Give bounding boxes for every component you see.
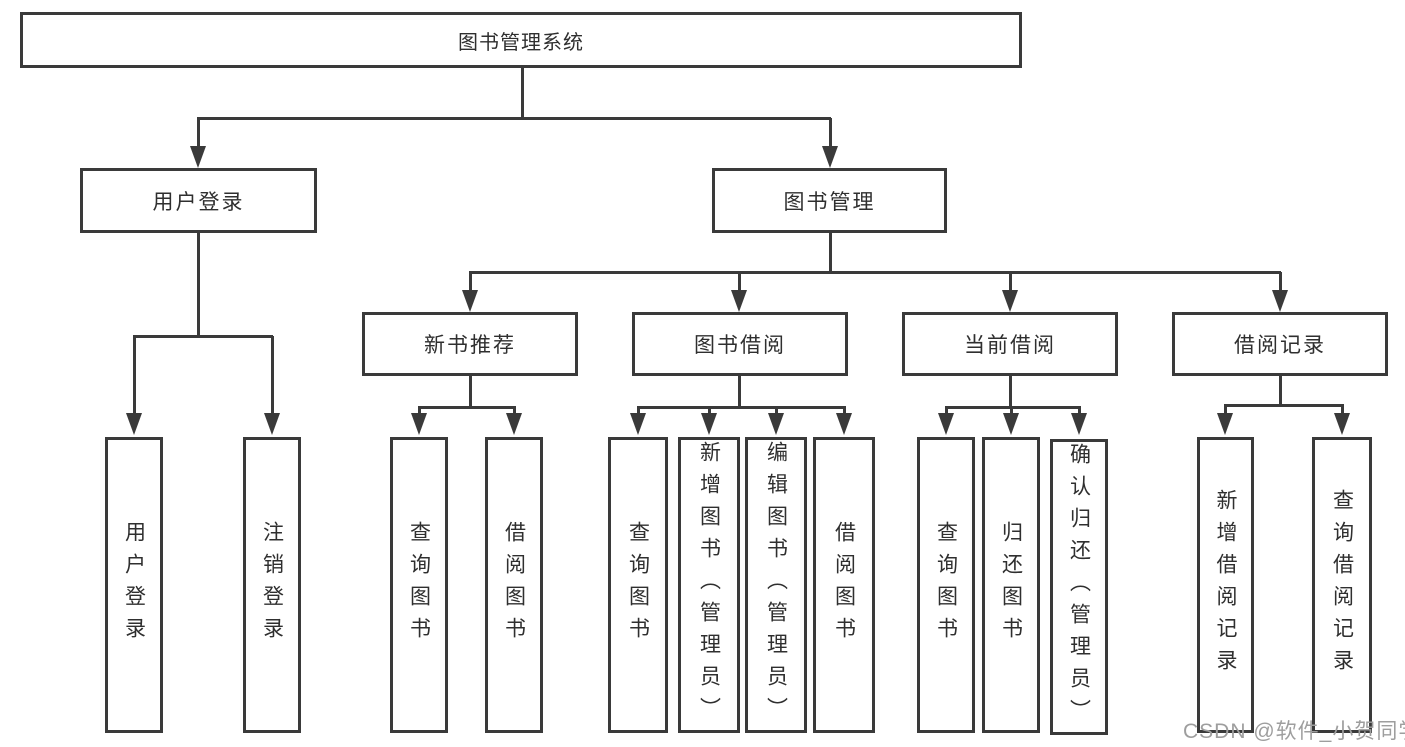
node-leaf-confirm-return-admin: 确认归还（管理员） — [1050, 439, 1108, 735]
arrowhead-down — [1002, 290, 1018, 312]
node-label: 查询图书 — [407, 521, 431, 649]
connector-line-horizontal — [418, 406, 516, 409]
node-current-borrowing: 当前借阅 — [902, 312, 1118, 376]
connector-line-vertical — [738, 376, 741, 407]
connector-line-horizontal — [637, 406, 846, 409]
arrowhead-down — [1003, 413, 1019, 435]
connector-line-vertical — [271, 336, 274, 413]
node-leaf-add-borrowing-record: 新增借阅记录 — [1197, 437, 1254, 733]
arrowhead-down — [190, 146, 206, 168]
node-leaf-borrow-books-recommend: 借阅图书 — [485, 437, 543, 733]
arrowhead-down — [938, 413, 954, 435]
connector-line-vertical — [1341, 405, 1344, 415]
node-label: 新书推荐 — [424, 334, 516, 357]
node-library-management-system: 图书管理系统 — [20, 12, 1022, 68]
arrowhead-down — [1272, 290, 1288, 312]
node-leaf-query-borrowing-record: 查询借阅记录 — [1312, 437, 1372, 733]
connector-line-vertical — [1078, 407, 1081, 415]
node-label: 用户登录 — [152, 190, 245, 214]
arrowhead-down — [822, 146, 838, 168]
node-book-management: 图书管理 — [712, 168, 947, 233]
connector-line-vertical — [708, 407, 711, 415]
connector-line-vertical — [1009, 272, 1012, 290]
node-label: 图书借阅 — [694, 334, 786, 357]
node-label: 查询图书 — [626, 521, 650, 649]
arrowhead-down — [1334, 413, 1350, 435]
arrowhead-down — [126, 413, 142, 435]
node-label: 借阅记录 — [1234, 334, 1326, 357]
node-leaf-query-books-recommend: 查询图书 — [390, 437, 448, 733]
connector-line-vertical — [1009, 376, 1012, 407]
connector-line-horizontal — [1224, 404, 1344, 407]
node-label: 注销登录 — [260, 521, 284, 649]
connector-line-vertical — [1279, 272, 1282, 290]
connector-line-vertical — [829, 118, 832, 146]
node-borrowing-records: 借阅记录 — [1172, 312, 1388, 376]
arrowhead-down — [701, 413, 717, 435]
node-leaf-query-books-borrowing: 查询图书 — [608, 437, 668, 733]
connector-line-vertical — [521, 68, 524, 118]
connector-line-vertical — [1010, 407, 1013, 415]
node-label: 用户登录 — [122, 521, 146, 649]
connector-line-horizontal — [133, 335, 273, 338]
node-leaf-add-books-admin: 新增图书（管理员） — [678, 437, 740, 733]
connector-line-horizontal — [945, 406, 1081, 409]
connector-line-vertical — [418, 407, 421, 415]
connector-line-vertical — [513, 407, 516, 415]
connector-line-vertical — [843, 407, 846, 415]
node-label: 图书管理系统 — [458, 31, 584, 54]
node-label: 图书管理 — [783, 190, 876, 214]
node-leaf-return-books: 归还图书 — [982, 437, 1040, 733]
arrowhead-down — [836, 413, 852, 435]
arrowhead-down — [462, 290, 478, 312]
node-leaf-query-books-current: 查询图书 — [917, 437, 975, 733]
arrowhead-down — [630, 413, 646, 435]
arrowhead-down — [768, 413, 784, 435]
node-user-login: 用户登录 — [80, 168, 317, 233]
connector-line-vertical — [829, 233, 832, 272]
connector-line-vertical — [469, 272, 472, 290]
node-leaf-logout: 注销登录 — [243, 437, 301, 733]
connector-line-vertical — [197, 118, 200, 146]
connector-line-horizontal — [197, 117, 831, 120]
connector-line-vertical — [775, 407, 778, 415]
connector-line-vertical — [1224, 405, 1227, 415]
arrowhead-down — [506, 413, 522, 435]
node-book-borrowing: 图书借阅 — [632, 312, 848, 376]
node-label: 查询借阅记录 — [1330, 489, 1354, 681]
connector-line-vertical — [197, 233, 200, 336]
node-label: 当前借阅 — [964, 334, 1056, 357]
node-label: 借阅图书 — [502, 521, 526, 649]
node-label: 确认归还（管理员） — [1067, 443, 1091, 731]
arrowhead-down — [411, 413, 427, 435]
connector-line-vertical — [637, 407, 640, 415]
node-leaf-edit-books-admin: 编辑图书（管理员） — [745, 437, 807, 733]
node-leaf-user-login: 用户登录 — [105, 437, 163, 733]
connector-line-vertical — [133, 336, 136, 413]
node-label: 新增图书（管理员） — [697, 441, 721, 729]
node-label: 归还图书 — [999, 521, 1023, 649]
connector-line-horizontal — [469, 271, 1281, 274]
connector-line-vertical — [945, 407, 948, 415]
arrowhead-down — [731, 290, 747, 312]
node-new-book-recommendation: 新书推荐 — [362, 312, 578, 376]
node-label: 编辑图书（管理员） — [764, 441, 788, 729]
watermark: CSDN @软件_小贺同学 — [1183, 720, 1405, 743]
arrowhead-down — [1217, 413, 1233, 435]
node-label: 新增借阅记录 — [1214, 489, 1237, 681]
connector-line-vertical — [738, 272, 741, 290]
connector-line-vertical — [1279, 376, 1282, 405]
arrowhead-down — [1071, 413, 1087, 435]
arrowhead-down — [264, 413, 280, 435]
node-leaf-borrow-books: 借阅图书 — [813, 437, 875, 733]
node-label: 查询图书 — [934, 521, 958, 649]
node-label: 借阅图书 — [832, 521, 856, 649]
connector-line-vertical — [469, 376, 472, 407]
